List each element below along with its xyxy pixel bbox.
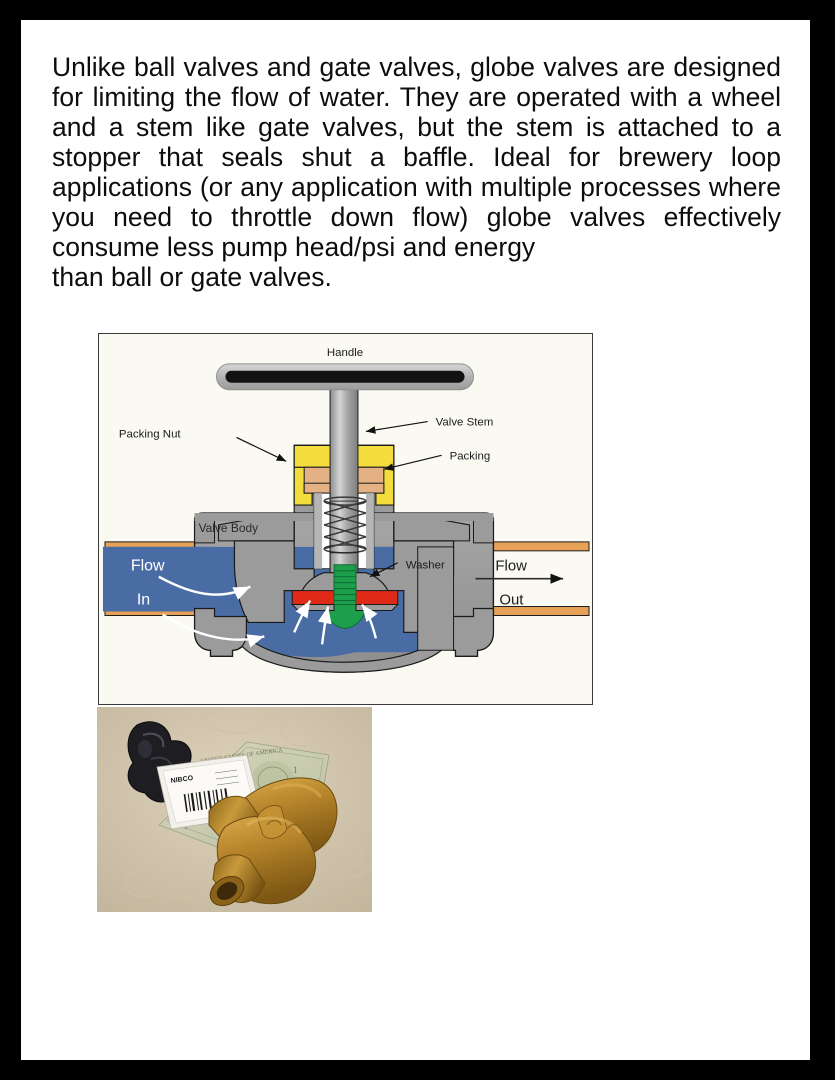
flow-arrows-internal <box>158 575 378 648</box>
label-valve-body: Valve Body <box>199 521 259 535</box>
label-flow-out-line1: Flow <box>495 558 527 575</box>
tag-barcode <box>183 788 229 813</box>
stopper-disc-assembly <box>291 564 399 629</box>
label-washer: Washer <box>406 560 445 572</box>
document-page: Unlike ball valves and gate valves, glob… <box>21 20 810 1060</box>
label-valve-stem: Valve Stem <box>436 417 494 429</box>
label-flow-in-line1: Flow <box>131 558 165 575</box>
globe-valve-diagram: Handle Valve Stem Packing Nut Packing Va… <box>98 333 593 705</box>
body-paragraph-text: Unlike ball valves and gate valves, glob… <box>52 52 781 262</box>
label-packing-nut: Packing Nut <box>119 428 182 440</box>
body-paragraph-lastline: than ball or gate valves. <box>52 262 332 292</box>
globe-valve-photo-svg: UNITED STATES OF AMERICA 1 1 NIBCO <box>97 707 372 912</box>
label-handle: Handle <box>327 347 363 359</box>
cast-lettering <box>266 819 302 830</box>
label-flow-out-line2: Out <box>499 592 524 609</box>
tag-printed-lines <box>214 769 240 786</box>
valve-stem <box>323 375 367 574</box>
label-packing: Packing <box>450 450 491 462</box>
brass-valve-body <box>208 777 338 907</box>
bill-denomination: 1 <box>293 765 298 775</box>
globe-valve-photo: UNITED STATES OF AMERICA 1 1 NIBCO <box>97 707 372 912</box>
handle <box>216 363 474 391</box>
nibco-brand-text: NIBCO <box>170 775 194 785</box>
stopper-ribs <box>334 570 356 602</box>
body-paragraph: Unlike ball valves and gate valves, glob… <box>52 52 781 292</box>
label-flow-in-line2: In <box>137 592 150 609</box>
globe-valve-diagram-svg: Handle Valve Stem Packing Nut Packing Va… <box>99 334 592 704</box>
leader-lines <box>236 420 442 578</box>
